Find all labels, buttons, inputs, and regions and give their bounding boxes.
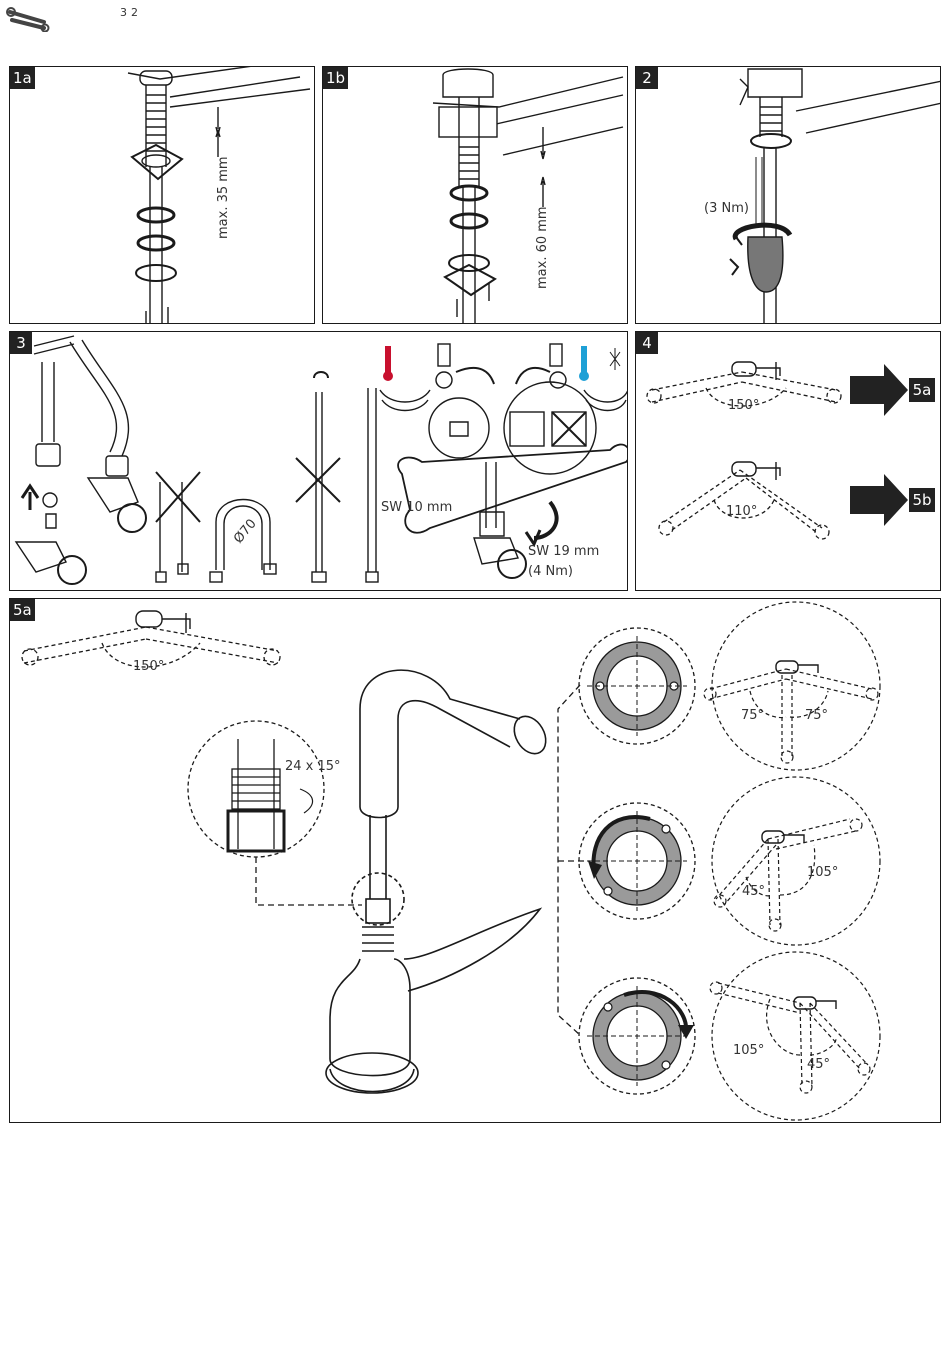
reference-tag-5a: 5a — [909, 378, 935, 402]
angle-label: 105° — [807, 865, 838, 880]
panel-3: 3 — [9, 331, 628, 591]
arrow-right-icon — [850, 474, 908, 526]
step-tag: 1a — [10, 67, 35, 89]
step-tag: 3 — [10, 332, 32, 354]
panel-1a: 1a max. 35 mm — [9, 66, 315, 324]
angle-label: 110° — [726, 504, 757, 519]
angle-label: 75° — [741, 708, 764, 723]
angle-label: 150° — [728, 398, 759, 413]
panel-2: 2 (3 Nm) — [635, 66, 941, 324]
angle-label: 45° — [807, 1057, 830, 1072]
angle-label: 105° — [733, 1043, 764, 1058]
install-illustration — [323, 67, 628, 324]
panel-1b: 1b max. 60 mm — [322, 66, 628, 324]
torque-label: (3 Nm) — [704, 201, 749, 216]
arrow-right-icon — [850, 364, 908, 416]
cold-thermometer-icon — [581, 346, 587, 374]
panel-5a: 5a — [9, 598, 941, 1123]
angle-label: 150° — [133, 659, 164, 674]
wrench-size-small-label: SW 10 mm — [381, 500, 452, 515]
install-illustration — [10, 67, 315, 324]
dimension-label: max. 60 mm — [535, 206, 550, 289]
step-tag: 5a — [10, 599, 35, 621]
page-number: 32 — [120, 6, 142, 19]
step-tag: 1b — [323, 67, 348, 89]
step-tag: 4 — [636, 332, 658, 354]
wrench-size-large-label: SW 19 mm — [528, 544, 599, 559]
hot-thermometer-icon — [385, 346, 391, 374]
tighten-illustration — [636, 67, 941, 324]
gear-label: 24 x 15° — [285, 759, 341, 774]
swivel-angle-illustration — [636, 332, 941, 591]
rotation-stop-illustration — [10, 599, 941, 1123]
panel-4: 4 150° 110° 5a 5b — [635, 331, 941, 591]
dimension-label: max. 35 mm — [216, 156, 231, 239]
reference-tag-5b: 5b — [909, 488, 935, 512]
angle-label: 45° — [742, 884, 765, 899]
step-tag: 2 — [636, 67, 658, 89]
angle-label: 75° — [805, 708, 828, 723]
torque-label: (4 Nm) — [528, 564, 573, 579]
wrench-icon — [6, 6, 50, 32]
